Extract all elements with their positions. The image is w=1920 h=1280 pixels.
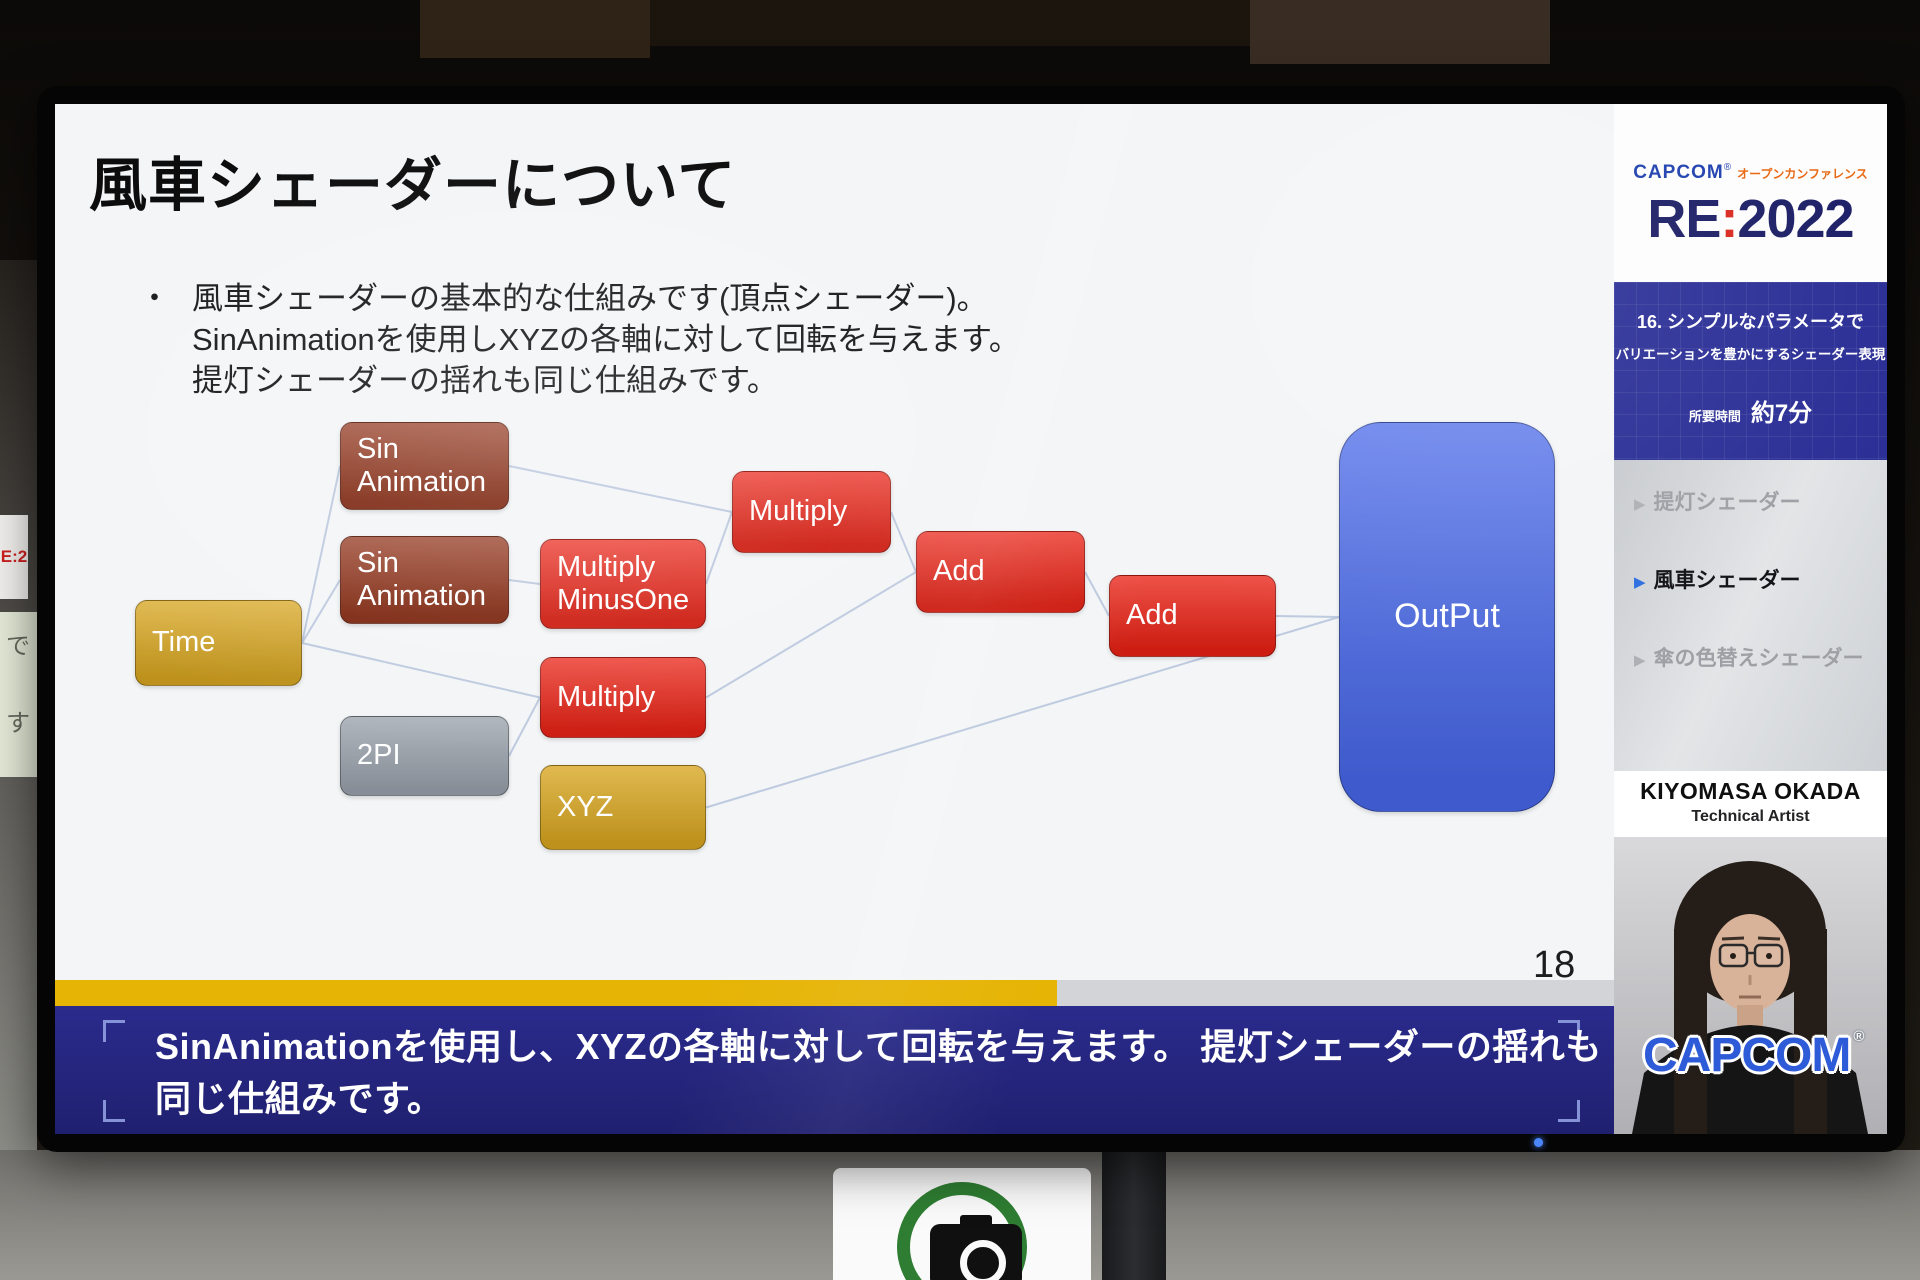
bullet-line-2: SinAnimationを使用しXYZの各軸に対して回転を与えます。 xyxy=(192,322,1020,357)
tv-screen: 風車シェーダーについて ・ 風車シェーダーの基本的な仕組みです(頂点シェーダー)… xyxy=(55,104,1887,1134)
sidebar: CAPCOM®オープンカンファレンス RE:2022 16. シンプルなパラメー… xyxy=(1614,104,1887,1134)
paper-char: で xyxy=(6,633,30,660)
agenda-marker-icon: ▶ xyxy=(1634,574,1646,591)
camera-sign xyxy=(833,1168,1091,1280)
agenda-item: ▶ 提灯シェーダー xyxy=(1634,486,1887,516)
speaker-illustration xyxy=(1632,861,1868,1134)
progress-strip-gray xyxy=(1057,980,1614,1006)
re2022-year: 2022 xyxy=(1737,189,1854,249)
capcom-logo-text: CAPCOM xyxy=(1643,1029,1851,1082)
capcom-logo: CAPCOM® xyxy=(1643,1028,1864,1083)
edge-add1-add2 xyxy=(1084,571,1110,617)
edge-twopi-mul2 xyxy=(508,697,541,757)
ceiling-wood-panel xyxy=(650,0,1250,46)
caption-bar: SinAnimationを使用し、XYZの各軸に対して回転を与えます。 提灯シェ… xyxy=(55,1006,1614,1134)
node-output: OutPut xyxy=(1339,422,1555,812)
agenda-item-label: 風車シェーダー xyxy=(1653,569,1801,592)
edge-time-mul2 xyxy=(301,642,541,699)
re2022-re: RE xyxy=(1647,189,1721,249)
led-indicator xyxy=(1534,1138,1543,1147)
tv-stand-column xyxy=(1102,1150,1166,1280)
edge-sin2-mmo xyxy=(508,579,541,585)
agenda-marker-icon: ▶ xyxy=(1634,496,1646,513)
node-add2: Add xyxy=(1109,575,1276,657)
corner-bracket-icon xyxy=(1558,1020,1580,1042)
duration-label: 所要時間 xyxy=(1688,409,1741,424)
progress-strip-yellow xyxy=(55,980,1057,1006)
bullet-line-1: 風車シェーダーの基本的な仕組みです(頂点シェーダー)。 xyxy=(192,281,988,316)
node-twopi: 2PI xyxy=(340,716,509,796)
caption-frame xyxy=(103,1020,1580,1122)
corner-bracket-icon xyxy=(103,1020,125,1042)
node-mul1: Multiply xyxy=(732,471,891,553)
node-mul2: Multiply xyxy=(540,657,706,738)
slide: 風車シェーダーについて ・ 風車シェーダーの基本的な仕組みです(頂点シェーダー)… xyxy=(55,104,1614,1134)
node-xyz: XYZ xyxy=(540,765,706,850)
edge-time-sin1 xyxy=(301,465,341,644)
brand-area: CAPCOM® オープンカンファレンス RE:2022 xyxy=(1614,104,1887,282)
registered-mark: ® xyxy=(1723,162,1732,173)
poster-re2022-fragment: E:2 xyxy=(0,515,28,599)
registered-mark: ® xyxy=(1853,1028,1864,1045)
edge-sin1-mul1 xyxy=(508,465,733,513)
bullet-marker: ・ xyxy=(139,281,170,316)
agenda-item: ▶ 傘の色替えシェーダー xyxy=(1634,642,1887,672)
camera-icon xyxy=(930,1215,1022,1280)
brand-line: CAPCOM® オープンカンファレンス xyxy=(1614,162,1887,184)
node-add1: Add xyxy=(916,531,1085,613)
bullet-text: 風車シェーダーの基本的な仕組みです(頂点シェーダー)。 SinAnimation… xyxy=(192,278,1020,401)
session-title-line2: バリエーションを豊かにするシェーダー表現 xyxy=(1615,347,1886,362)
agenda-marker-icon: ▶ xyxy=(1634,652,1646,669)
speaker-name-block: KIYOMASA OKADA Technical Artist xyxy=(1614,771,1887,837)
edge-add2-output xyxy=(1275,615,1340,618)
agenda-list: ▶ 提灯シェーダー ▶ 風車シェーダー ▶ 傘の色替えシェーダー xyxy=(1614,460,1887,771)
edge-mul2-add1 xyxy=(705,571,917,699)
caption-text: SinAnimationを使用し、XYZの各軸に対して回転を与えます。 提灯シェ… xyxy=(155,1026,1602,1119)
session-panel: 16. シンプルなパラメータで バリエーションを豊かにするシェーダー表現 所要時… xyxy=(1614,282,1887,460)
tv-frame: 風車シェーダーについて ・ 風車シェーダーの基本的な仕組みです(頂点シェーダー)… xyxy=(37,86,1905,1152)
ceiling-wood-panel xyxy=(1250,0,1550,64)
agenda-item: ▶ 風車シェーダー xyxy=(1634,564,1887,594)
poster-fragment-text: E:2 xyxy=(0,547,28,566)
speaker-title: Technical Artist xyxy=(1691,808,1810,825)
corner-bracket-icon xyxy=(1558,1100,1580,1122)
poster-paper: で す xyxy=(0,612,38,777)
capcom-wordmark: CAPCOM xyxy=(1633,162,1724,183)
slide-title: 風車シェーダーについて xyxy=(89,153,737,218)
ceiling-wood-panel xyxy=(420,0,650,58)
paper-char: す xyxy=(6,710,30,737)
edge-time-sin2 xyxy=(301,579,341,644)
re2022-logo: RE:2022 xyxy=(1614,188,1887,250)
session-title-line1: 16. シンプルなパラメータで xyxy=(1637,312,1864,332)
bullet-line-3: 提灯シェーダーの揺れも同じ仕組みです。 xyxy=(192,363,778,398)
agenda-item-label: 傘の色替えシェーダー xyxy=(1653,647,1864,670)
session-duration: 所要時間約7分 xyxy=(1614,393,1887,428)
re2022-colon: : xyxy=(1720,189,1738,249)
edge-mul1-add1 xyxy=(890,511,917,573)
speaker-name: KIYOMASA OKADA xyxy=(1640,778,1861,804)
speaker-photo xyxy=(1614,837,1887,1134)
page-number: 18 xyxy=(1533,944,1576,986)
duration-value: 約7分 xyxy=(1750,400,1813,427)
node-sin1: Sin Animation xyxy=(340,422,509,510)
bullet-list: ・ 風車シェーダーの基本的な仕組みです(頂点シェーダー)。 SinAnimati… xyxy=(139,278,1020,401)
conference-label: オープンカンファレンス xyxy=(1737,167,1868,181)
corner-bracket-icon xyxy=(103,1100,125,1122)
node-sin2: Sin Animation xyxy=(340,536,509,624)
node-mmo: Multiply MinusOne xyxy=(540,539,706,629)
agenda-item-label: 提灯シェーダー xyxy=(1653,491,1801,514)
node-time: Time xyxy=(135,600,302,686)
edge-mmo-mul1 xyxy=(705,511,733,585)
